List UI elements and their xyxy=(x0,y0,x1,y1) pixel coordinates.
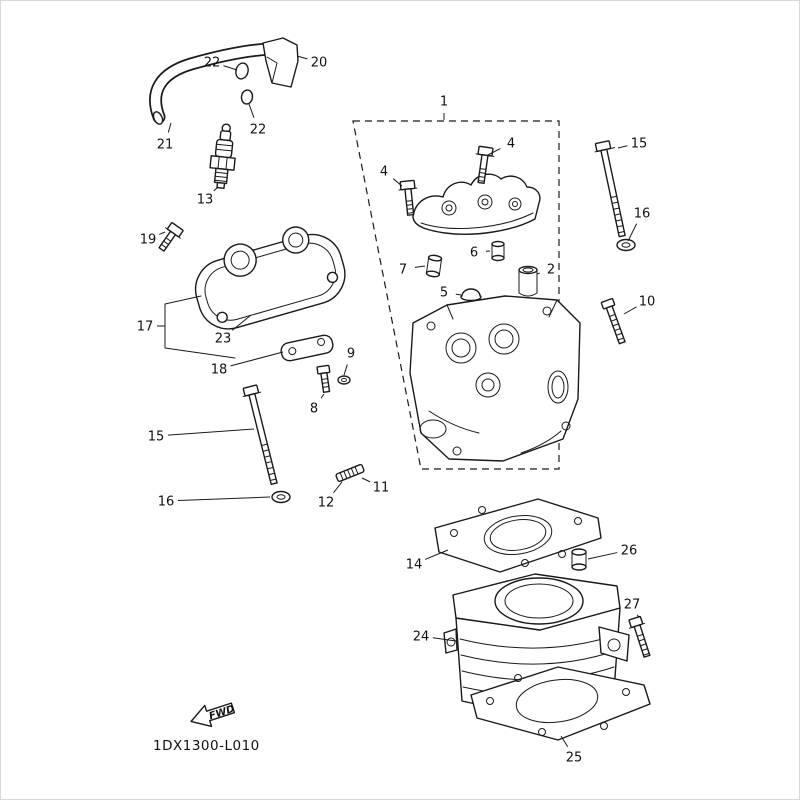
callout-leader-22 xyxy=(249,104,254,118)
part-number-13: 13 xyxy=(197,193,214,208)
callout-leader-14 xyxy=(425,550,448,559)
part-number-23: 23 xyxy=(215,332,232,347)
part-number-2: 2 xyxy=(547,263,555,278)
part-number-27: 27 xyxy=(624,598,641,613)
plug-dome-5 xyxy=(461,289,481,301)
cylinder-head-cover xyxy=(185,217,352,336)
callout-leader-26 xyxy=(588,553,617,559)
callout-leader-11 xyxy=(362,478,370,482)
part-number-22: 22 xyxy=(250,123,267,138)
part-number-24: 24 xyxy=(413,630,430,645)
diagram-code: 1DX1300-L010 xyxy=(153,738,260,754)
fwd-arrow: FWD xyxy=(188,697,238,732)
callout-leader-13 xyxy=(214,187,218,191)
head-bolt-washer-right xyxy=(617,240,635,251)
callout-leader-15 xyxy=(168,429,254,435)
joint-stud-11-12 xyxy=(336,464,365,482)
part-number-18: 18 xyxy=(211,363,228,378)
callout-leader-22 xyxy=(223,66,237,70)
cylinder-head xyxy=(410,296,580,461)
part-number-16: 16 xyxy=(634,207,651,222)
dowel-pin-6 xyxy=(492,242,504,261)
part-number-20: 20 xyxy=(311,56,328,71)
part-number-21: 21 xyxy=(157,138,174,153)
breather-hose xyxy=(152,38,298,126)
hose-clamps xyxy=(234,62,253,105)
part-number-11: 11 xyxy=(373,481,390,496)
side-bolt-10 xyxy=(601,298,628,344)
cover-plate xyxy=(280,334,335,362)
cylinder-bolt-27 xyxy=(627,616,655,659)
part-number-22: 22 xyxy=(204,56,221,71)
callout-leader-15 xyxy=(618,146,627,148)
part-number-16: 16 xyxy=(158,495,175,510)
part-number-6: 6 xyxy=(470,246,478,261)
callout-leader-12 xyxy=(333,482,342,493)
callout-leader-19 xyxy=(159,232,165,234)
cylinder-dowel xyxy=(572,549,586,570)
washer-9 xyxy=(338,376,350,384)
part-number-15: 15 xyxy=(148,430,165,445)
hose-elbow xyxy=(263,38,298,87)
part-number-9: 9 xyxy=(347,347,355,362)
callout-leader-8 xyxy=(321,394,324,398)
callout-leader-16 xyxy=(628,224,637,241)
part-number-19: 19 xyxy=(140,233,157,248)
part-number-5: 5 xyxy=(440,286,448,301)
head-gasket xyxy=(435,499,601,572)
dowel-pin-7 xyxy=(426,255,442,278)
part-number-12: 12 xyxy=(318,496,335,511)
part-number-26: 26 xyxy=(621,544,638,559)
head-bolt-right xyxy=(593,140,633,238)
callout-leader-10 xyxy=(624,307,637,314)
part-number-25: 25 xyxy=(566,751,583,766)
part-number-4: 4 xyxy=(507,137,515,152)
part-number-8: 8 xyxy=(310,402,318,417)
callout-leader-16 xyxy=(178,497,270,501)
part-number-10: 10 xyxy=(639,295,656,310)
part-number-14: 14 xyxy=(406,558,423,573)
head-bolt-left xyxy=(241,384,283,485)
part-number-4: 4 xyxy=(380,165,388,180)
callout-leader-18 xyxy=(231,352,283,366)
valve-lifter-2 xyxy=(519,267,537,297)
callout-leader-9 xyxy=(344,364,347,375)
cover-bolt xyxy=(154,221,185,254)
part-number-15: 15 xyxy=(631,137,648,152)
callout-leader-7 xyxy=(415,266,425,267)
part-number-17: 17 xyxy=(137,320,154,335)
callout-leader-21 xyxy=(168,123,171,132)
callout-leader-5 xyxy=(456,294,461,295)
part-number-7: 7 xyxy=(399,263,407,278)
camshaft-cap xyxy=(413,174,540,234)
part-number-1: 1 xyxy=(440,95,448,110)
spark-plug xyxy=(208,123,239,189)
callout-leader-20 xyxy=(297,56,307,59)
head-bolt-washer-left xyxy=(272,492,290,503)
fwd-label: FWD xyxy=(208,704,236,723)
stud-bolt-8 xyxy=(317,365,333,392)
